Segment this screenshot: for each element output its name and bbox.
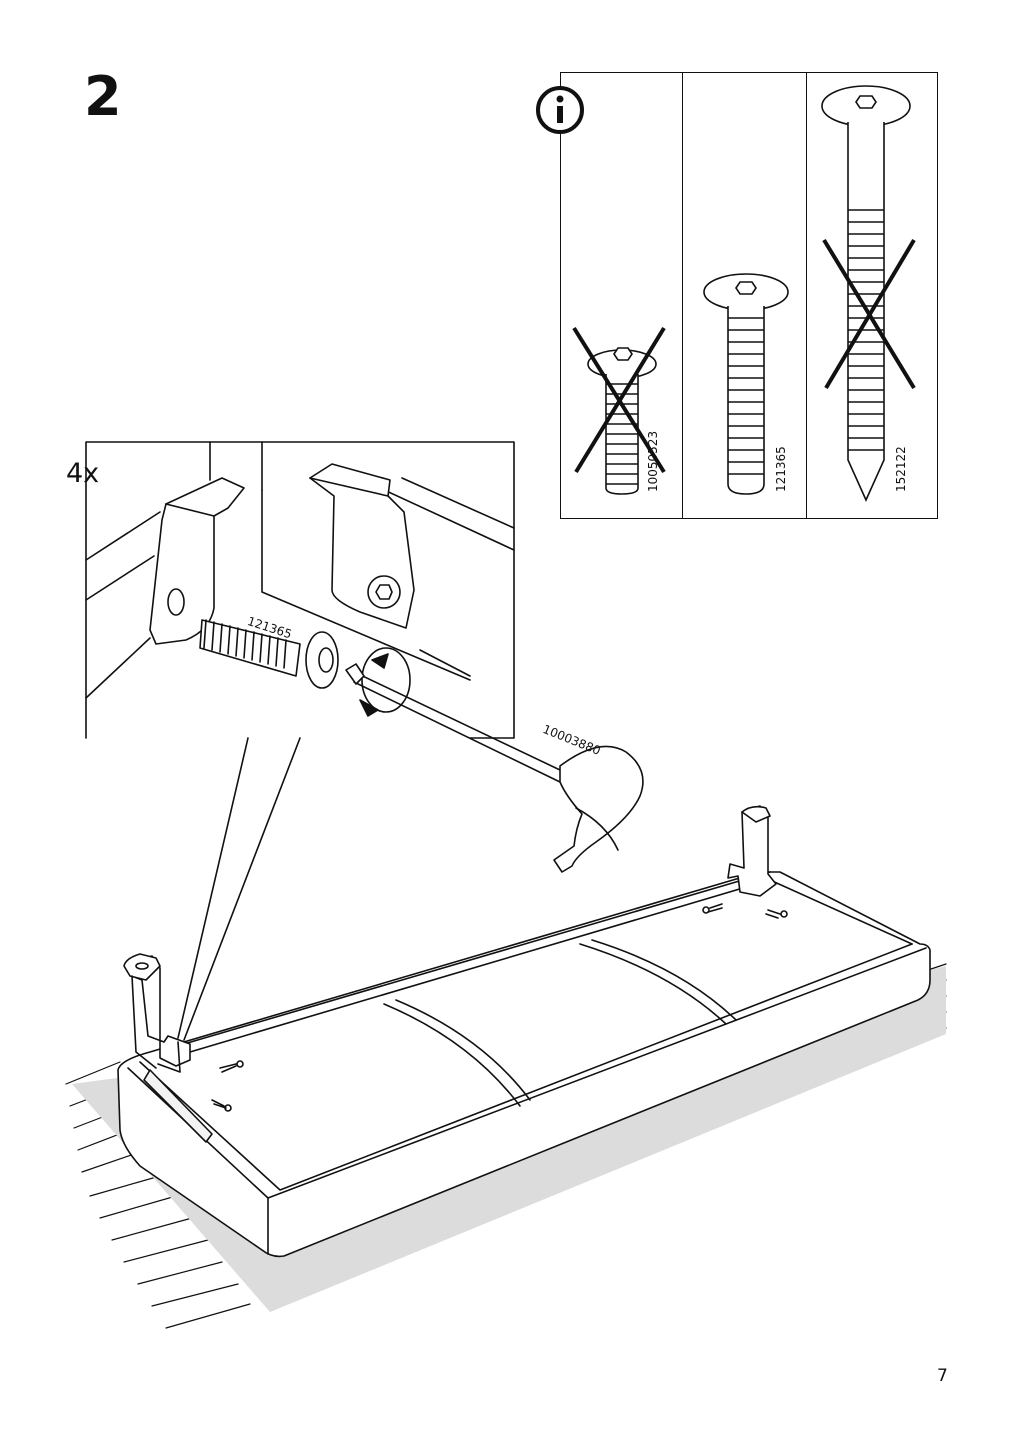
screw-code-label: 10050523	[646, 430, 660, 492]
allen-key-tool	[345, 663, 644, 873]
screw-152122	[821, 85, 911, 502]
cross-mark-icon	[572, 326, 666, 474]
panel-divider	[806, 73, 807, 518]
page-number: 7	[937, 1366, 948, 1386]
panel-divider	[682, 73, 683, 518]
screw-code-label: 152122	[894, 446, 908, 492]
screw-121365	[703, 273, 789, 495]
screw-code-label: 121365	[774, 446, 788, 492]
sofa-frame-outer	[117, 871, 931, 1258]
step-number: 2	[84, 65, 122, 128]
rotate-arrow-icon	[359, 647, 411, 717]
screw-10050523	[587, 347, 657, 495]
left-leg	[127, 955, 191, 1067]
detail-frame	[85, 441, 515, 739]
quantity-label: 4x	[66, 458, 100, 489]
detail-bracket-scene	[85, 441, 515, 699]
bolt-121365	[199, 619, 339, 689]
info-icon	[536, 86, 584, 134]
cross-mark-icon	[822, 238, 916, 390]
